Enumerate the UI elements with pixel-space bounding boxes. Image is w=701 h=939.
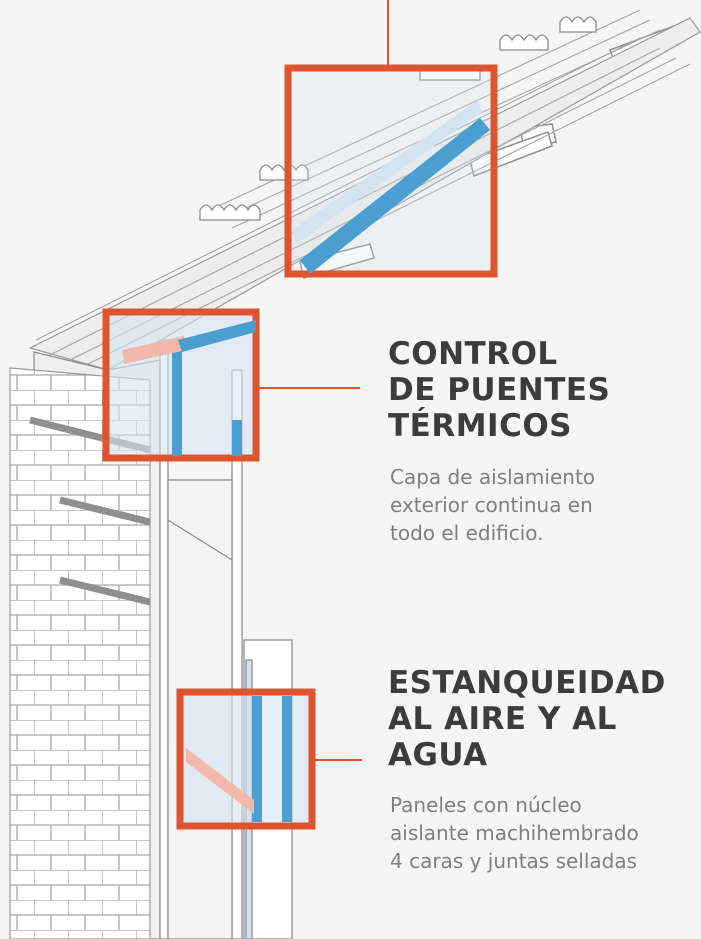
thermal-bridges-heading: CONTROL DE PUENTES TÉRMICOS	[388, 336, 610, 444]
heading-line: DE PUENTES	[388, 372, 611, 408]
heading-line: TÉRMICOS	[388, 408, 573, 444]
air-water-tightness-heading: ESTANQUEIDAD AL AIRE Y AL AGUA	[388, 665, 666, 773]
description-line: todo el edificio.	[390, 521, 544, 545]
air-water-callout	[176, 688, 362, 830]
heading-line: ESTANQUEIDAD	[388, 665, 666, 701]
air-water-tightness-description: Paneles con núcleo aislante machihembrad…	[390, 791, 639, 875]
description-line: Paneles con núcleo	[390, 793, 582, 817]
heading-line: CONTROL	[388, 336, 558, 372]
description-line: aislante machihembrado	[390, 821, 639, 845]
roof-callout	[284, 0, 498, 278]
thermal-bridges-description: Capa de aislamiento exterior continua en…	[390, 463, 595, 547]
description-line: 4 caras y juntas selladas	[390, 849, 638, 873]
thermal-bridge-callout	[102, 308, 360, 462]
description-line: exterior continua en	[390, 493, 593, 517]
heading-line: AL AIRE Y AL	[388, 701, 617, 737]
callout-frames	[102, 0, 498, 830]
description-line: Capa de aislamiento	[390, 465, 596, 489]
heading-line: AGUA	[388, 737, 488, 773]
